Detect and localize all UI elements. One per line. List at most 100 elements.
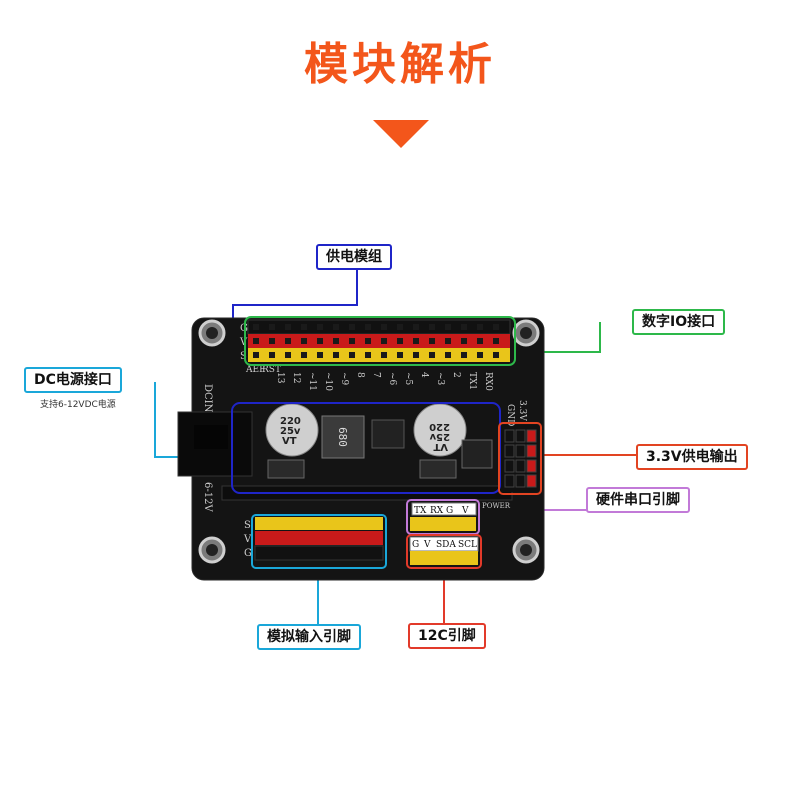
header-pin [349, 324, 355, 330]
header-pin [477, 338, 483, 344]
header-pin [461, 324, 467, 330]
cap-right-line2: 25v [429, 431, 450, 442]
top-pin-label: 2 [451, 372, 461, 378]
small-regulator [461, 439, 493, 469]
i2c-highlight [406, 534, 482, 569]
header-pin [413, 338, 419, 344]
header-pin [317, 352, 323, 358]
header-pin [253, 352, 259, 358]
v33-pin [504, 474, 515, 488]
header-pin [477, 352, 483, 358]
header-pin [365, 324, 371, 330]
header-pin [381, 352, 387, 358]
top-pin-label: RX0 [483, 372, 493, 391]
header-pin [397, 324, 403, 330]
digital-io-highlight [244, 316, 516, 366]
header-pin [445, 338, 451, 344]
header-pin [461, 338, 467, 344]
header-pin [493, 352, 499, 358]
header-pin [461, 352, 467, 358]
header-pin [429, 352, 435, 358]
header-pin [477, 324, 483, 330]
header-pin [253, 338, 259, 344]
header-pin [285, 352, 291, 358]
analog-row-label: G [244, 548, 252, 559]
cap-left-line1: 220 [280, 416, 301, 427]
header-pin [381, 338, 387, 344]
analog-row-label: S [244, 520, 251, 531]
top-pin-label: ~6 [387, 372, 397, 386]
top-row-labels: G V S [239, 323, 248, 362]
i2c-pin-label: SCL [458, 540, 477, 550]
dc-power-label: DC电源接口 [24, 367, 122, 393]
v33-pin [504, 429, 515, 443]
header-pin [285, 338, 291, 344]
v33-pin [526, 459, 537, 473]
row-label-s: S [240, 351, 247, 362]
v33-highlight [498, 422, 542, 495]
header-pin [333, 352, 339, 358]
v33-pin [526, 429, 537, 443]
regulator-ic [371, 419, 405, 449]
header-pin [397, 352, 403, 358]
header-pin [429, 338, 435, 344]
header-pin [317, 324, 323, 330]
top-pin-label: ~5 [403, 372, 413, 386]
header-pin [365, 352, 371, 358]
header-pin [349, 352, 355, 358]
cap-right-line1: 220 [429, 421, 450, 432]
hw-serial-label: 硬件串口引脚 [586, 487, 690, 513]
header-pin [269, 324, 275, 330]
serial-pin-label: RX [430, 506, 444, 516]
digital-io-label: 数字IO接口 [632, 309, 726, 335]
i2c-pin-label: G [412, 540, 419, 550]
cap-left-line2: 25v [280, 426, 301, 437]
v33-pin [504, 444, 515, 458]
header-pin [381, 324, 387, 330]
top-pin-label: AEF [245, 365, 265, 375]
top-pin-label: TX1 [467, 372, 477, 390]
header-pin [333, 324, 339, 330]
v33-pin [515, 459, 526, 473]
analog-row-label: V [243, 534, 252, 545]
top-pin-label: 4 [419, 372, 429, 378]
i2c-label: 12C引脚 [408, 623, 486, 649]
header-pin [493, 338, 499, 344]
header-pin [253, 324, 259, 330]
header-pin [413, 324, 419, 330]
v33-pin [515, 429, 526, 443]
header-pin [285, 324, 291, 330]
header-pin [301, 338, 307, 344]
v33-pin [504, 459, 515, 473]
diode-left [267, 459, 305, 479]
dcin-label: DCIN [202, 384, 213, 413]
top-pin-label: 8 [355, 372, 365, 378]
header-pin [317, 338, 323, 344]
inductor-label: 680 [336, 427, 349, 447]
serial-pin-label: V [461, 506, 469, 516]
top-pin-label: ~11 [307, 372, 317, 391]
header-pin [269, 352, 275, 358]
gnd-label: GND [505, 404, 515, 426]
v33-pin [526, 444, 537, 458]
dc-power-note: 支持6-12VDC电源 [40, 400, 116, 410]
header-pin [365, 338, 371, 344]
top-pin-label: 12 [291, 372, 301, 383]
header-pin [445, 324, 451, 330]
down-arrow-icon [373, 120, 429, 148]
analog-highlight [251, 514, 387, 569]
header-pin [429, 324, 435, 330]
v33-pin [515, 444, 526, 458]
serial-pin-label: TX [414, 506, 427, 516]
power-module-label: 供电模组 [316, 244, 392, 270]
header-pin [493, 324, 499, 330]
mounting-hole-icon [198, 319, 540, 564]
top-pin-label: 13 [275, 372, 285, 384]
v33-pin [526, 474, 537, 488]
header-pin [269, 338, 275, 344]
serial-pin-label: G [446, 506, 453, 516]
top-pin-label: ~9 [339, 372, 349, 386]
header-pin [397, 338, 403, 344]
cap-left-line3: VT [282, 436, 297, 447]
